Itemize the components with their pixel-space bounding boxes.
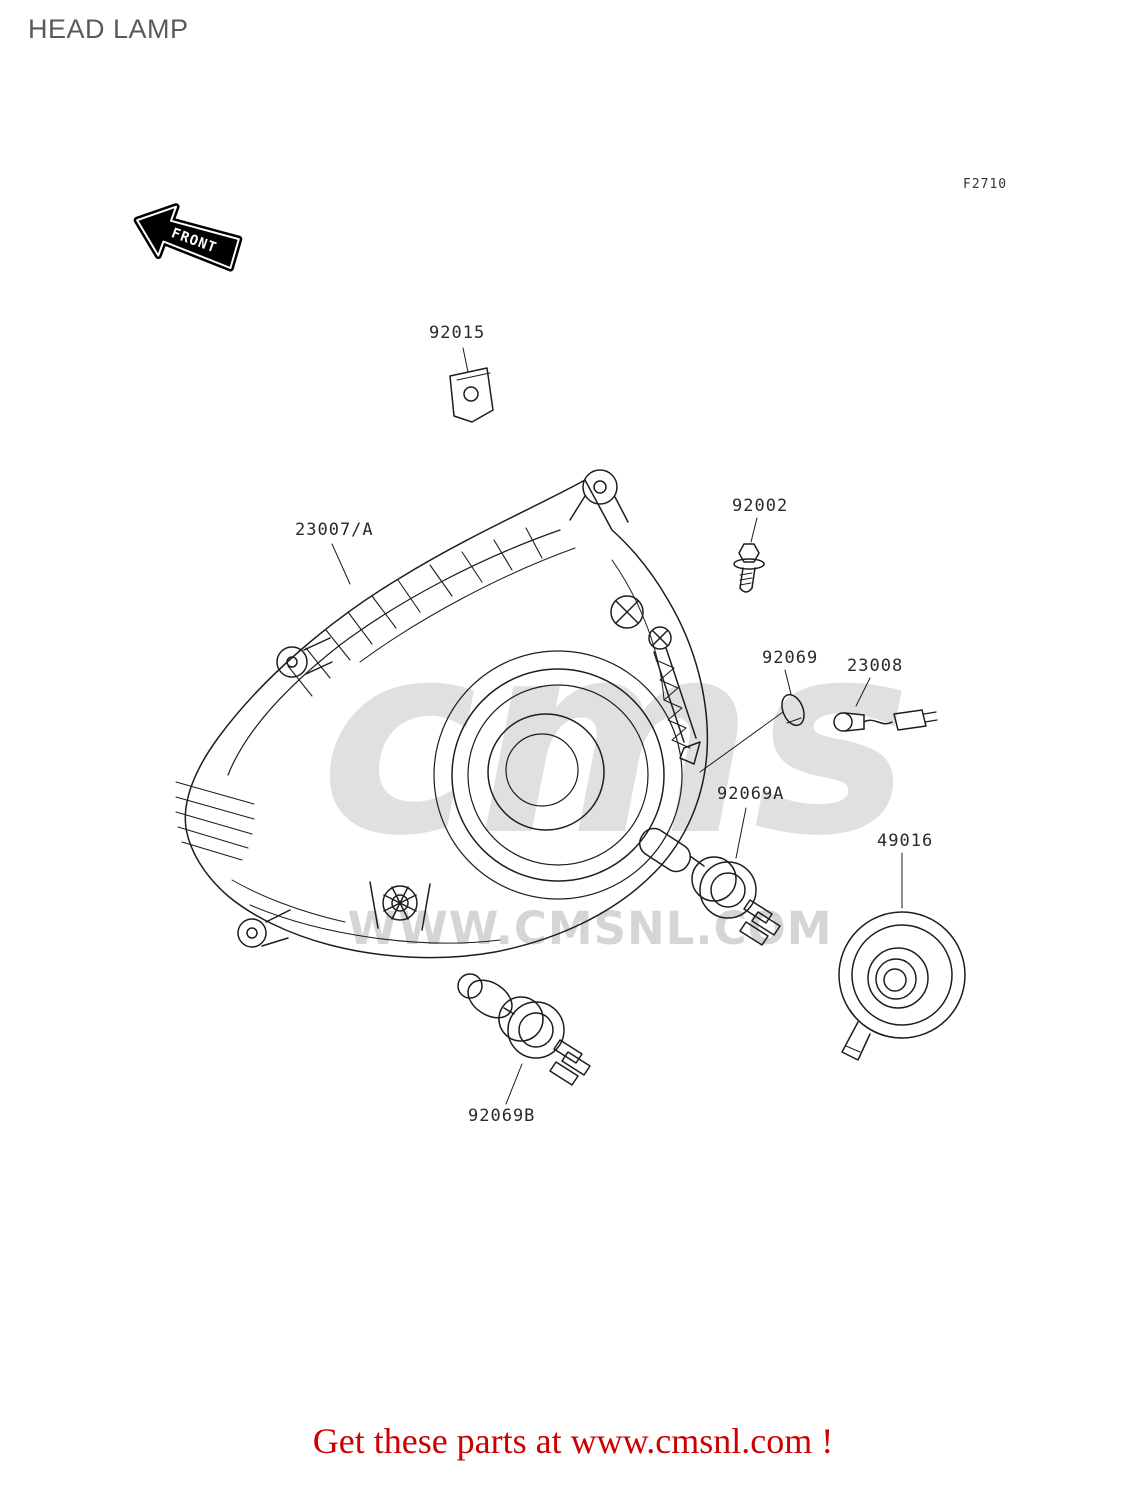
screw-92002: [733, 543, 765, 593]
part-label-23008[interactable]: 23008: [847, 656, 904, 676]
figure-code: F2710: [963, 177, 1008, 192]
watermark-url: WWW.CMSNL.COM: [347, 902, 833, 955]
front-arrow-graphic: FRONT: [133, 203, 243, 272]
bulb-92069: [781, 693, 805, 727]
cover-49016: [838, 911, 966, 1061]
mounting-tabs: [237, 469, 629, 948]
leader-lines: [331, 347, 903, 1105]
page-title: HEAD LAMP: [28, 14, 189, 44]
housing-hatch-lines: [175, 781, 255, 861]
housing-fins: [287, 527, 543, 697]
part-label-49016[interactable]: 49016: [877, 831, 934, 851]
part-label-23007a[interactable]: 23007/A: [295, 520, 374, 540]
part-label-92069a[interactable]: 92069A: [717, 784, 785, 804]
part-label-92002[interactable]: 92002: [732, 496, 789, 516]
front-arrow-shape: [136, 205, 240, 270]
part-label-92069b[interactable]: 92069B: [468, 1106, 536, 1126]
bulb-socket-92069a: [638, 827, 781, 946]
footer-promo-link[interactable]: Get these parts at www.cmsnl.com !: [312, 1421, 834, 1461]
lens-rings: [433, 650, 683, 900]
headlamp-housing: [175, 469, 709, 959]
part-label-92069[interactable]: 92069: [762, 648, 819, 668]
part-label-92015[interactable]: 92015: [429, 323, 486, 343]
bracket-92015: [449, 367, 494, 423]
front-direction-arrow: FRONT: [126, 188, 252, 284]
socket-wiring-23008: [833, 709, 938, 732]
adjuster-assembly: [610, 595, 701, 765]
bulb-socket-92069b: [457, 973, 591, 1086]
watermark-logo: cms: [320, 586, 911, 894]
